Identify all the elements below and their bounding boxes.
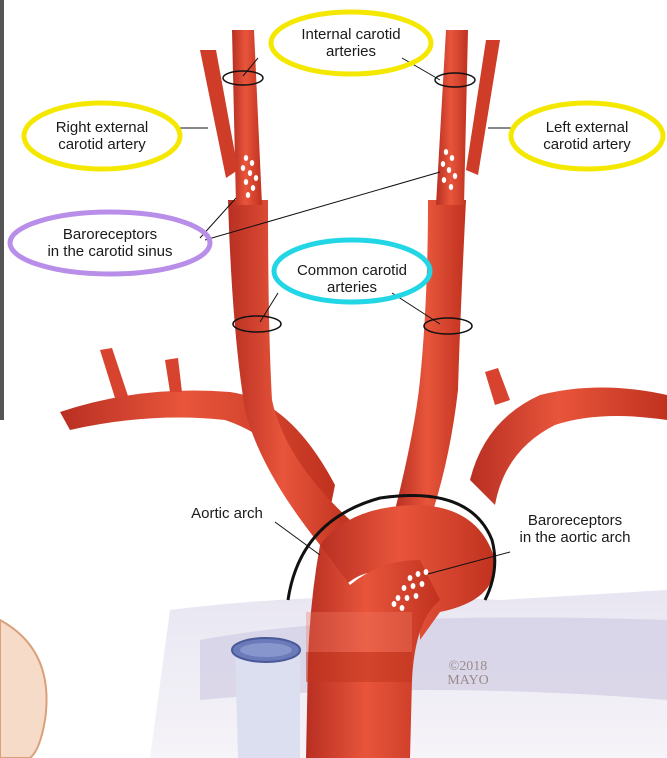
label-right-external-carotid: Right external carotid artery <box>32 119 172 153</box>
label-right-external-line1: Right external <box>32 119 172 136</box>
label-baro-aortic-line2: in the aortic arch <box>495 529 655 546</box>
label-right-external-line2: carotid artery <box>32 136 172 153</box>
left-edge-strip <box>0 0 4 420</box>
label-aortic-arch: Aortic arch <box>172 505 282 522</box>
label-left-external-carotid: Left external carotid artery <box>517 119 657 153</box>
left-external-carotid <box>466 40 500 175</box>
label-internal-carotid-line1: Internal carotid <box>281 26 421 43</box>
watermark-brand: MAYO <box>438 674 498 688</box>
label-baroreceptors-carotid-sinus: Baroreceptors in the carotid sinus <box>20 226 200 260</box>
label-left-external-line1: Left external <box>517 119 657 136</box>
aorta-band-light <box>306 612 412 652</box>
left-internal-carotid <box>436 30 468 205</box>
label-internal-carotid: Internal carotid arteries <box>281 26 421 60</box>
right-subclavian-branch-1 <box>100 348 128 398</box>
vena-cava <box>235 648 300 758</box>
label-common-carotid: Common carotid arteries <box>282 262 422 296</box>
left-subclavian-artery <box>470 388 667 506</box>
label-baro-carotid-line1: Baroreceptors <box>20 226 200 243</box>
right-subclavian-branch-2 <box>165 358 182 392</box>
skin-outline <box>0 620 47 758</box>
aorta-band <box>306 652 412 682</box>
label-baro-aortic-line1: Baroreceptors <box>495 512 655 529</box>
label-aortic-arch-text: Aortic arch <box>172 505 282 522</box>
label-common-carotid-line2: arteries <box>282 279 422 296</box>
copyright-watermark: ©2018 MAYO <box>438 660 498 688</box>
label-baroreceptors-aortic-arch: Baroreceptors in the aortic arch <box>495 512 655 546</box>
label-internal-carotid-line2: arteries <box>281 43 421 60</box>
label-left-external-line2: carotid artery <box>517 136 657 153</box>
left-subclavian-branch <box>485 368 510 405</box>
watermark-year: ©2018 <box>438 660 498 674</box>
label-baro-carotid-line2: in the carotid sinus <box>20 243 200 260</box>
vena-cava-lumen <box>240 643 292 657</box>
label-common-carotid-line1: Common carotid <box>282 262 422 279</box>
right-external-carotid <box>200 50 238 178</box>
